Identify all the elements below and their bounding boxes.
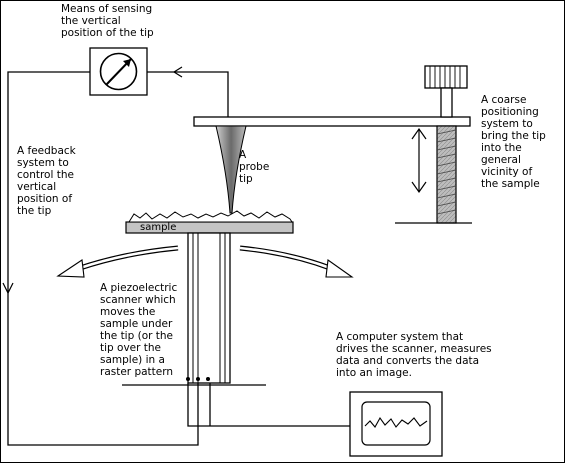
probe-label: A probe tip [239,149,270,185]
sample-label: sample [140,222,177,233]
probe-tip [215,125,247,214]
coarse-positioning-label: A coarse positioning system to bring the… [481,94,546,190]
computer-label: A computer system that drives the scanne… [336,331,492,379]
sample-surface [128,210,293,223]
loop-arrowheads [2,66,183,295]
sensing-meter-icon [89,47,148,96]
support-beam [193,116,471,127]
coarse-screw [395,65,472,224]
scan-motion-arrows [56,245,354,278]
feedback-label: A feedback system to control the vertica… [17,145,76,217]
vertical-motion-arrow [411,127,427,194]
sensing-label: Means of sensing the vertical position o… [61,3,154,39]
computer-monitor-icon [349,391,443,457]
scanner-label: A piezoelectric scanner which moves the … [100,282,178,378]
piezo-scanner [122,232,266,386]
